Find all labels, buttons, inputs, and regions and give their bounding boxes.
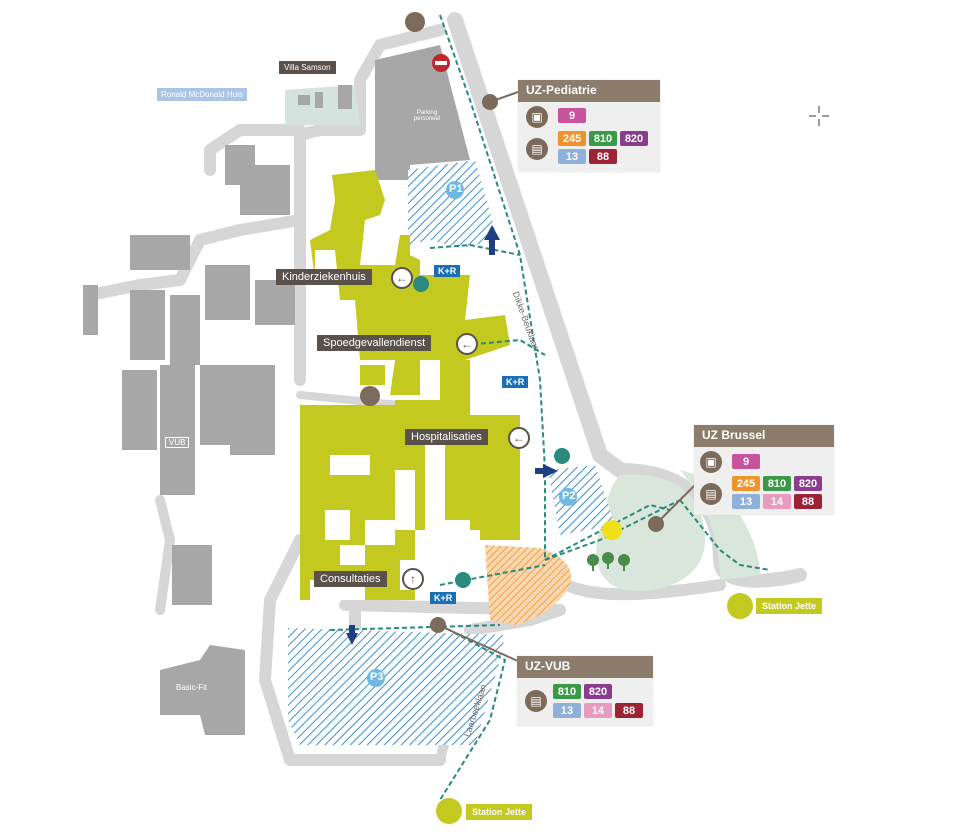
arrow-left-icon: ← <box>391 267 413 289</box>
line-badge-810: 810 <box>589 131 617 146</box>
line-badge-88: 88 <box>794 494 822 509</box>
vub-label: VUB <box>165 437 190 448</box>
courtyards <box>310 440 470 600</box>
ronald-mcdonald-label: Ronald McDonald Huis <box>157 88 247 101</box>
spoedgevallendienst-label[interactable]: Spoedgevallendienst <box>317 335 432 351</box>
line-badge-14: 14 <box>763 494 791 509</box>
bike-parking-icon <box>413 276 570 588</box>
arrow-left-icon: ← <box>456 333 478 355</box>
arrow-left-icon: ← <box>508 427 530 449</box>
kiss-and-ride-label: K+R <box>434 265 461 277</box>
parking-p2-label: P2 <box>562 490 576 502</box>
arrow-up-icon: ↑ <box>402 568 424 590</box>
arrow-icons <box>346 225 558 645</box>
parking-p2-area <box>548 465 615 535</box>
construction-area <box>485 545 571 625</box>
kiss-and-ride-label: K+R <box>430 592 457 604</box>
parking-p3-label: P3 <box>370 671 384 683</box>
line-badge-810: 810 <box>763 476 791 491</box>
line-badge-13: 13 <box>732 494 760 509</box>
delivery-truck-icon <box>360 386 380 406</box>
line-badge-245: 245 <box>732 476 760 491</box>
tree-icon <box>587 552 630 571</box>
villo-icon <box>602 520 622 540</box>
line-badge-14: 14 <box>584 703 612 718</box>
line-badge-88: 88 <box>615 703 643 718</box>
station-jette-south-label[interactable]: Station Jette <box>466 804 533 820</box>
line-badge-820: 820 <box>794 476 822 491</box>
other-buildings <box>83 45 470 735</box>
villa-samson-label: Villa Samson <box>279 61 336 74</box>
train-icon <box>436 798 462 824</box>
station-jette-east-label[interactable]: Station Jette <box>756 598 823 614</box>
line-badge-820: 820 <box>584 684 612 699</box>
tram-icon: ▣ <box>700 451 722 473</box>
basic-fit-label: Basic-Fit <box>176 683 208 692</box>
parking-personeel-label: Parking personeel <box>413 110 441 122</box>
bus-icon: ▤ <box>525 690 547 712</box>
line-badge-810: 810 <box>553 684 581 699</box>
line-badge-9: 9 <box>558 108 586 123</box>
line-badge-13: 13 <box>553 703 581 718</box>
train-icon <box>727 593 753 619</box>
panel-title: UZ-VUB <box>517 656 653 678</box>
crosshair-icon <box>809 106 829 126</box>
line-badge-13: 13 <box>558 149 586 164</box>
parking-p2-icon <box>559 488 577 506</box>
kinderziekenhuis-label[interactable]: Kinderziekenhuis <box>276 269 372 285</box>
parking-p1-icon <box>446 181 464 199</box>
parking-p1-area <box>408 160 498 248</box>
kiss-and-ride-label: K+R <box>502 376 529 388</box>
line-badge-245: 245 <box>558 131 586 146</box>
tram-icon: ▣ <box>526 106 548 128</box>
parking-p3-icon <box>367 669 385 687</box>
line-badge-88: 88 <box>589 149 617 164</box>
parking-p1-label: P1 <box>449 183 463 195</box>
consultaties-label[interactable]: Consultaties <box>314 571 387 587</box>
delivery-truck-icon <box>405 12 425 32</box>
panel-title: UZ-Pediatrie <box>518 80 660 102</box>
bus-icon: ▤ <box>526 138 548 160</box>
parking-p3-area <box>288 628 505 745</box>
line-badge-820: 820 <box>620 131 648 146</box>
no-entry-icon <box>432 54 450 72</box>
bus-icon: ▤ <box>700 483 722 505</box>
line-badge-9: 9 <box>732 454 760 469</box>
hospitalisaties-label[interactable]: Hospitalisaties <box>405 429 488 445</box>
panel-title: UZ Brussel <box>694 425 834 447</box>
